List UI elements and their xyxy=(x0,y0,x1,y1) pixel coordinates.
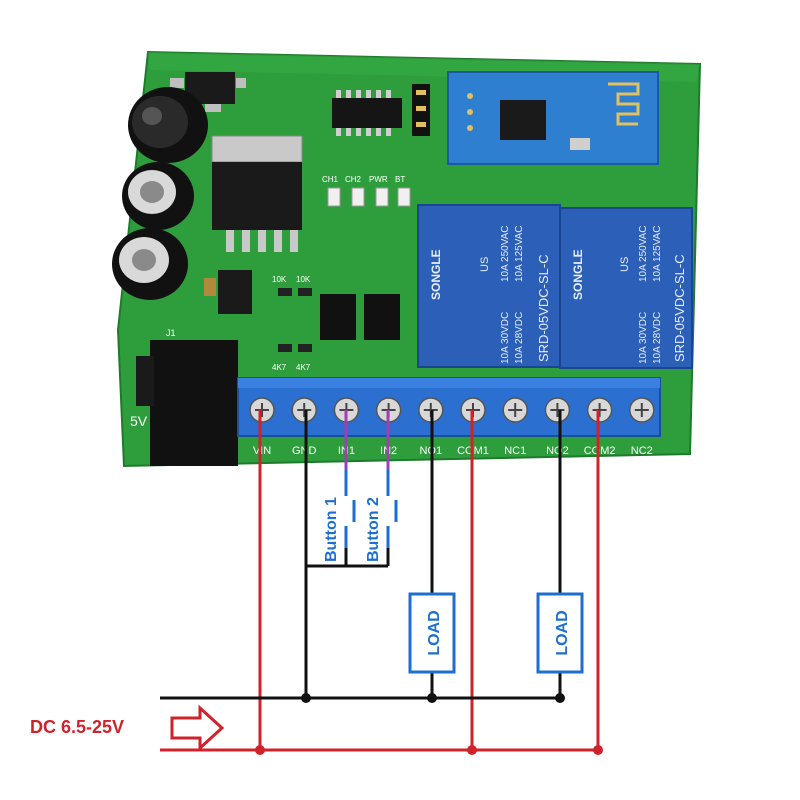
terminal-screw-com2 xyxy=(586,397,613,423)
load-2-label: LOAD xyxy=(554,610,571,655)
terminal-label-gnd: GND xyxy=(292,445,317,457)
resistor-label-1: 10K xyxy=(272,275,287,284)
led-label-ch1: CH1 xyxy=(322,175,339,184)
smd-component xyxy=(204,278,216,296)
logic-ic xyxy=(332,90,402,136)
relay-1-rating-4: 10A 28VDC xyxy=(514,312,525,364)
relay-2-rating-3: 10A 30VDC xyxy=(638,312,649,364)
terminal-screw-gnd xyxy=(291,397,317,423)
voltage-regulator-large xyxy=(211,135,303,252)
indicator-leds: CH1 CH2 PWR BT xyxy=(322,175,411,207)
button-2-label: Button 2 xyxy=(365,497,382,562)
resistor xyxy=(298,288,312,296)
relay-1-rating-1: 10A 250VAC xyxy=(500,225,511,282)
terminal-label-com2: COM2 xyxy=(584,445,616,457)
terminal-label-no2: NO2 xyxy=(546,445,569,457)
dc-power-jack xyxy=(136,340,238,466)
relay-2-rating-4: 10A 28VDC xyxy=(652,312,663,364)
optocoupler-2 xyxy=(364,294,400,340)
terminal-label-nc1: NC1 xyxy=(504,445,526,457)
button-1-label: Button 1 xyxy=(323,497,340,562)
supply-voltage-label: DC 6.5-25V xyxy=(30,717,124,737)
electrolytic-capacitor-2 xyxy=(122,162,194,230)
electrolytic-capacitor-1 xyxy=(128,87,208,163)
optocoupler-1 xyxy=(320,294,356,340)
terminal-screw-nc1 xyxy=(502,397,528,423)
relay-2: SONGLE US 10A 250VAC 10A 125VAC 10A 30VD… xyxy=(559,207,693,369)
led-label-ch2: CH2 xyxy=(345,175,362,184)
bluetooth-module xyxy=(447,71,659,165)
relay-1-rating-2: 10A 125VAC xyxy=(514,225,525,282)
load-2: LOAD xyxy=(536,592,584,674)
terminal-label-vin: VIN xyxy=(253,445,271,457)
relay-1-rating-3: 10A 30VDC xyxy=(500,312,511,364)
resistor xyxy=(298,344,312,352)
resistor xyxy=(278,344,292,352)
button-2-symbol xyxy=(386,470,398,548)
wire-red-positive xyxy=(160,410,600,752)
resistor xyxy=(278,288,292,296)
junction-dots xyxy=(255,693,603,755)
electrolytic-capacitor-3 xyxy=(112,228,188,300)
inductor xyxy=(218,270,252,314)
relay-2-mark-us: US xyxy=(619,257,631,272)
supply-arrow-icon xyxy=(170,704,225,752)
terminal-screws xyxy=(249,397,655,423)
wire-input-signal xyxy=(344,410,390,470)
relay-1-brand: SONGLE xyxy=(429,249,443,300)
power-jack-label: 5V xyxy=(130,413,148,429)
pin-header xyxy=(412,84,430,136)
terminal-screw-vin xyxy=(249,397,275,423)
relay-2-rating-2: 10A 125VAC xyxy=(652,225,663,282)
wire-load xyxy=(430,410,562,594)
relay-1-model: SRD-05VDC-SL-C xyxy=(536,254,551,362)
led-label-pwr: PWR xyxy=(369,175,388,184)
terminal-screw-no2 xyxy=(544,397,571,423)
terminal-label-nc2: NC2 xyxy=(631,445,653,457)
load-1: LOAD xyxy=(408,592,456,674)
led-label-bt: BT xyxy=(395,175,405,184)
resistor-label-4: 4K7 xyxy=(296,363,311,372)
relay-2-rating-1: 10A 250VAC xyxy=(638,225,649,282)
button-1-symbol xyxy=(344,470,356,548)
relay-1-mark-us: US xyxy=(479,257,491,272)
relay-2-brand: SONGLE xyxy=(571,249,585,300)
relay-1: SONGLE US 10A 250VAC 10A 125VAC 10A 30VD… xyxy=(417,204,561,368)
terminal-screw-nc2 xyxy=(629,397,655,423)
resistor-label-3: 4K7 xyxy=(272,363,287,372)
resistor-label-2: 10K xyxy=(296,275,311,284)
relay-2-model: SRD-05VDC-SL-C xyxy=(672,254,687,362)
load-1-label: LOAD xyxy=(426,610,443,655)
connector-label-j1: J1 xyxy=(166,328,176,338)
